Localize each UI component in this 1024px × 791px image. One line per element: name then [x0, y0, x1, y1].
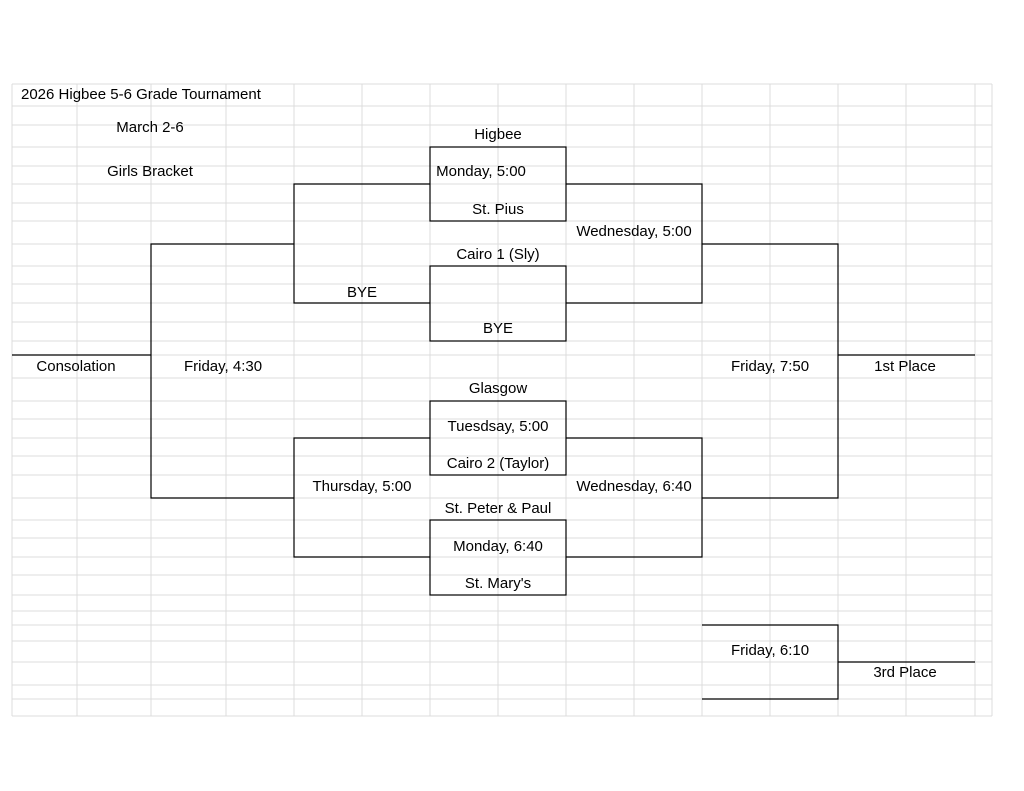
game4-team-bottom: St. Mary's: [464, 575, 532, 592]
right-lower-time: Wednesday, 6:40: [576, 478, 692, 495]
game1-team-bottom: St. Pius: [472, 201, 524, 218]
third-place-time: Friday, 6:10: [730, 642, 810, 659]
left-upper-bye: BYE: [346, 284, 378, 301]
game3-time: Tuesdsay, 5:00: [447, 418, 549, 435]
tournament-dates: March 2-6: [116, 119, 184, 136]
consolation-label: Consolation: [36, 358, 116, 375]
right-upper-time: Wednesday, 5:00: [576, 223, 692, 240]
consolation-bracket: [150, 243, 294, 499]
game4-team-top: St. Peter & Paul: [444, 500, 552, 517]
game1-team-top: Higbee: [474, 126, 522, 143]
game4-time: Monday, 6:40: [453, 538, 543, 555]
bracket-lines: [12, 146, 975, 700]
game1-time: Monday, 5:00: [436, 163, 526, 180]
championship-time: Friday, 7:50: [730, 358, 810, 375]
tournament-title: 2026 Higbee 5-6 Grade Tournament: [21, 86, 261, 103]
third-place-label: 3rd Place: [873, 664, 937, 681]
game3-team-bottom: Cairo 2 (Taylor): [446, 455, 550, 472]
left-lower-time: Thursday, 5:00: [312, 478, 412, 495]
championship-bracket: [702, 243, 839, 499]
first-place-label: 1st Place: [874, 358, 936, 375]
consolation-time: Friday, 4:30: [183, 358, 263, 375]
game2-team-top: Cairo 1 (Sly): [456, 246, 540, 263]
game2-team-bottom: BYE: [482, 320, 514, 337]
game3-team-top: Glasgow: [468, 380, 528, 397]
bracket-name: Girls Bracket: [107, 163, 193, 180]
